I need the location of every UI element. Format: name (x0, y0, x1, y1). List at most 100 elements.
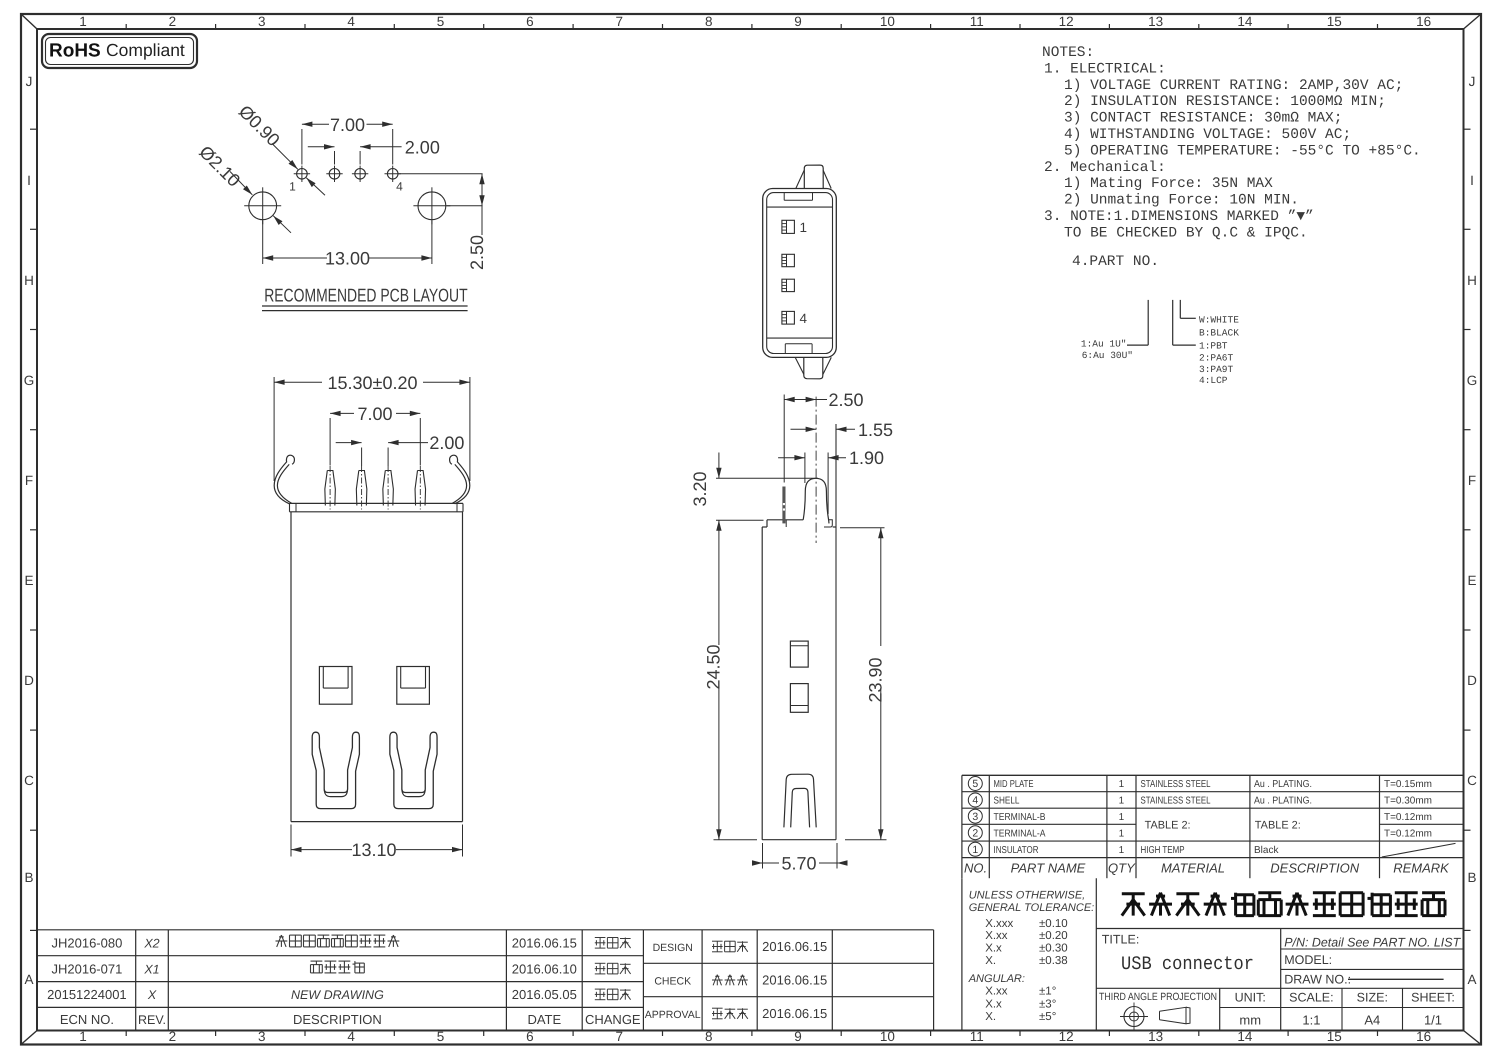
svg-text:3: 3 (258, 14, 266, 29)
svg-text:MATERIAL: MATERIAL (1161, 861, 1225, 876)
svg-text:X.xxx: X.xxx (985, 918, 1013, 930)
svg-text:INSULATOR: INSULATOR (994, 845, 1039, 856)
svg-text:X.xx: X.xx (985, 986, 1008, 998)
svg-text:2) Unmating Force: 10N MIN.: 2) Unmating Force: 10N MIN. (1064, 193, 1299, 209)
svg-text:1:Au 1U": 1:Au 1U" (1081, 339, 1127, 350)
svg-text:15.30±0.20: 15.30±0.20 (328, 373, 418, 393)
svg-text:3.20: 3.20 (690, 471, 710, 506)
svg-text:7.00: 7.00 (330, 115, 365, 135)
svg-text:APPROVAL: APPROVAL (645, 1009, 701, 1021)
svg-text:A4: A4 (1364, 1013, 1380, 1028)
svg-text:3) CONTACT RESISTANCE: 30mΩ MA: 3) CONTACT RESISTANCE: 30mΩ MAX; (1064, 111, 1342, 127)
svg-text:DESCRIPTION: DESCRIPTION (1270, 861, 1359, 876)
svg-text:4.PART NO.: 4.PART NO. (1072, 254, 1159, 270)
svg-text:15: 15 (1327, 14, 1342, 29)
svg-text:HIGH TEMP: HIGH TEMP (1141, 845, 1185, 856)
svg-text:SHELL: SHELL (994, 796, 1020, 807)
svg-text:2016.06.15: 2016.06.15 (762, 939, 827, 954)
svg-text:A: A (1467, 972, 1476, 987)
svg-text:X1: X1 (143, 962, 159, 976)
svg-text:1. ELECTRICAL:: 1. ELECTRICAL: (1044, 61, 1166, 77)
svg-text:15: 15 (1327, 1029, 1342, 1044)
svg-text:11: 11 (970, 14, 984, 29)
svg-text:1: 1 (1119, 779, 1125, 790)
svg-text:1) Mating Force: 35N MAX: 1) Mating Force: 35N MAX (1064, 176, 1273, 192)
svg-text:5: 5 (972, 778, 978, 790)
svg-text:7: 7 (616, 14, 624, 29)
svg-text:T=0.30mm: T=0.30mm (1384, 796, 1432, 807)
svg-text:NEW DRAWING: NEW DRAWING (291, 988, 384, 1002)
svg-text:5.70: 5.70 (781, 854, 816, 874)
svg-text:2) INSULATION RESISTANCE: 1000: 2) INSULATION RESISTANCE: 1000MΩ MIN; (1064, 94, 1386, 110)
svg-text:3: 3 (972, 811, 978, 823)
svg-text:Au . PLATING.: Au . PLATING. (1254, 796, 1312, 807)
svg-text:1: 1 (289, 180, 296, 194)
svg-text:2.00: 2.00 (429, 433, 464, 453)
svg-text:Au . PLATING.: Au . PLATING. (1254, 779, 1312, 790)
svg-text:1: 1 (800, 220, 808, 235)
svg-text:F: F (1468, 473, 1476, 488)
svg-text:TABLE 2:: TABLE 2: (1255, 819, 1301, 831)
svg-text:CHECK: CHECK (654, 975, 691, 987)
svg-text:12: 12 (1059, 1029, 1074, 1044)
svg-text:13.00: 13.00 (325, 249, 370, 269)
svg-text:DESIGN: DESIGN (653, 942, 693, 954)
svg-text:±0.20: ±0.20 (1039, 930, 1068, 942)
svg-text:J: J (1469, 74, 1476, 89)
svg-text:20151224001: 20151224001 (47, 987, 127, 1002)
svg-text:ANGULAR:: ANGULAR: (968, 973, 1025, 985)
svg-text:1:1: 1:1 (1302, 1013, 1320, 1028)
svg-text:1: 1 (1119, 845, 1125, 856)
svg-text:Black: Black (1254, 845, 1279, 856)
svg-text:9: 9 (794, 1029, 802, 1044)
svg-text:4: 4 (972, 795, 978, 807)
svg-text:C: C (1467, 773, 1477, 788)
svg-text:1: 1 (79, 1029, 87, 1044)
svg-text:1) VOLTAGE CURRENT RATING: 2AM: 1) VOLTAGE CURRENT RATING: 2AMP,30V AC; (1064, 78, 1403, 94)
svg-text:MODEL:: MODEL: (1284, 953, 1332, 967)
svg-text:±0.10: ±0.10 (1039, 918, 1068, 930)
svg-text:F: F (25, 473, 33, 488)
svg-text:2016.05.05: 2016.05.05 (512, 987, 577, 1002)
svg-text:±5°: ±5° (1039, 1011, 1056, 1023)
svg-text:4:LCP: 4:LCP (1199, 375, 1228, 386)
svg-text:JH2016-071: JH2016-071 (51, 961, 122, 976)
svg-text:2: 2 (169, 14, 177, 29)
svg-text:1: 1 (1119, 796, 1125, 807)
svg-text:NO.: NO. (964, 861, 987, 876)
svg-text:USB connector: USB connector (1121, 953, 1254, 975)
svg-text:1: 1 (1119, 812, 1125, 823)
svg-text:1/1: 1/1 (1424, 1013, 1442, 1028)
svg-text:3: 3 (258, 1029, 266, 1044)
svg-text:A: A (24, 972, 33, 987)
svg-text:16: 16 (1416, 1029, 1431, 1044)
svg-text:REMARK: REMARK (1393, 861, 1450, 876)
svg-text:2.00: 2.00 (405, 137, 440, 157)
svg-text:E: E (1467, 573, 1476, 588)
svg-text:2: 2 (972, 827, 978, 839)
svg-text:8: 8 (705, 1029, 713, 1044)
svg-text:2:PA6T: 2:PA6T (1199, 352, 1234, 363)
svg-text:E: E (24, 573, 33, 588)
svg-text:11: 11 (970, 1029, 984, 1044)
svg-text:4) WITHSTANDING VOLTAGE: 500V: 4) WITHSTANDING VOLTAGE: 500V AC; (1064, 127, 1351, 143)
svg-text:1: 1 (1119, 828, 1125, 839)
svg-text:UNLESS OTHERWISE,: UNLESS OTHERWISE, (969, 889, 1086, 901)
svg-text:P/N: Detail See PART NO. LIST: P/N: Detail See PART NO. LIST (1284, 935, 1461, 949)
svg-text:B:BLACK: B:BLACK (1199, 327, 1239, 338)
svg-text:5: 5 (437, 1029, 445, 1044)
svg-text:13.10: 13.10 (351, 840, 396, 860)
svg-text:24.50: 24.50 (704, 644, 724, 689)
svg-text:10: 10 (880, 1029, 895, 1044)
svg-text:2: 2 (169, 1029, 177, 1044)
svg-text:STAINLESS STEEL: STAINLESS STEEL (1141, 796, 1211, 807)
svg-text:W:WHITE: W:WHITE (1199, 315, 1239, 326)
svg-text:SCALE:: SCALE: (1289, 991, 1333, 1005)
svg-text:±1°: ±1° (1039, 986, 1056, 998)
svg-text:GENERAL TOLERANCE:: GENERAL TOLERANCE: (969, 902, 1095, 914)
svg-text:H: H (24, 273, 34, 288)
svg-text:DRAW NO.:: DRAW NO.: (1284, 973, 1351, 987)
svg-text:C: C (24, 773, 34, 788)
svg-text:Compliant: Compliant (106, 40, 185, 60)
svg-text:REV.: REV. (138, 1013, 166, 1027)
